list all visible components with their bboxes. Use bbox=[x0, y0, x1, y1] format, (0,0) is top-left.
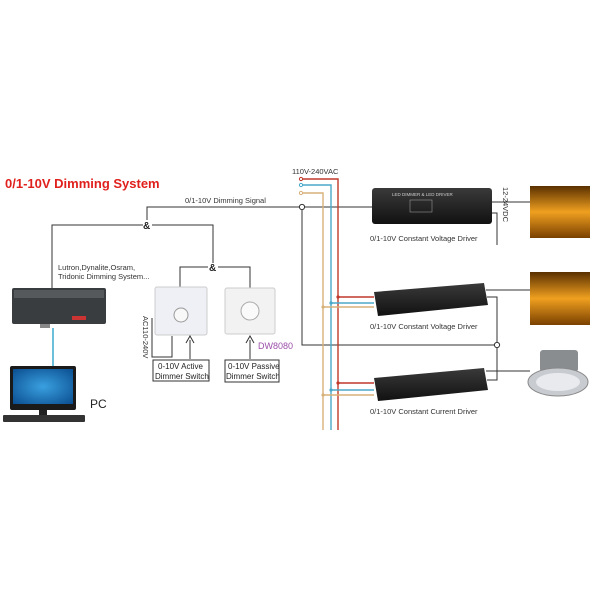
svg-text:LED DIMMER & LED DRIVER: LED DIMMER & LED DRIVER bbox=[392, 192, 454, 197]
active-dimmer-label-box bbox=[152, 359, 210, 382]
constant-voltage-driver-1: LED DIMMER & LED DRIVER bbox=[372, 188, 492, 224]
active-dimmer-switch bbox=[154, 286, 208, 336]
passive-dimmer-model: DW8080 bbox=[258, 341, 293, 351]
arrow-up-icon bbox=[245, 334, 255, 359]
signal-wiring bbox=[51, 203, 501, 381]
driver-2-label: 0/1-10V Constant Voltage Driver bbox=[370, 322, 478, 331]
junction-and-1: & bbox=[143, 221, 150, 232]
constant-current-driver bbox=[374, 368, 488, 401]
led-downlight-image bbox=[527, 350, 589, 397]
passive-dimmer-label-1: 0-10V Passive bbox=[228, 362, 280, 371]
driver-3-label: 0/1-10V Constant Current Driver bbox=[370, 407, 478, 416]
junction-and-2: & bbox=[209, 263, 216, 274]
led-strip-image-1 bbox=[530, 186, 590, 238]
controller-label-2: Tridonic Dimming System... bbox=[58, 272, 149, 281]
constant-voltage-driver-2 bbox=[374, 283, 488, 316]
active-dimmer-label-1: 0-10V Active bbox=[158, 362, 203, 371]
active-dimmer-label-2: Dimmer Switch bbox=[155, 372, 209, 381]
dimming-controller bbox=[12, 288, 106, 328]
active-dimmer-supply-label: AC110-240V bbox=[141, 316, 150, 358]
power-label: 110V-240VAC bbox=[292, 167, 339, 176]
passive-dimmer-label-2: Dimmer Switch bbox=[226, 372, 280, 381]
passive-dimmer-label-box bbox=[224, 359, 280, 383]
arrow-up-icon bbox=[185, 334, 195, 359]
pc-monitor bbox=[3, 366, 85, 422]
passive-dimmer-switch bbox=[224, 287, 276, 335]
pc-label: PC bbox=[90, 397, 107, 411]
driver-1-output-label: 12-24VDC bbox=[501, 187, 510, 223]
led-strip-image-2 bbox=[530, 272, 590, 325]
driver-1-label: 0/1-10V Constant Voltage Driver bbox=[370, 234, 478, 243]
controller-label-1: Lutron,Dynalite,Osram, bbox=[58, 263, 135, 272]
page-title: 0/1-10V Dimming System bbox=[5, 176, 160, 191]
signal-label: 0/1-10V Dimming Signal bbox=[185, 196, 266, 205]
power-wiring bbox=[298, 176, 374, 430]
